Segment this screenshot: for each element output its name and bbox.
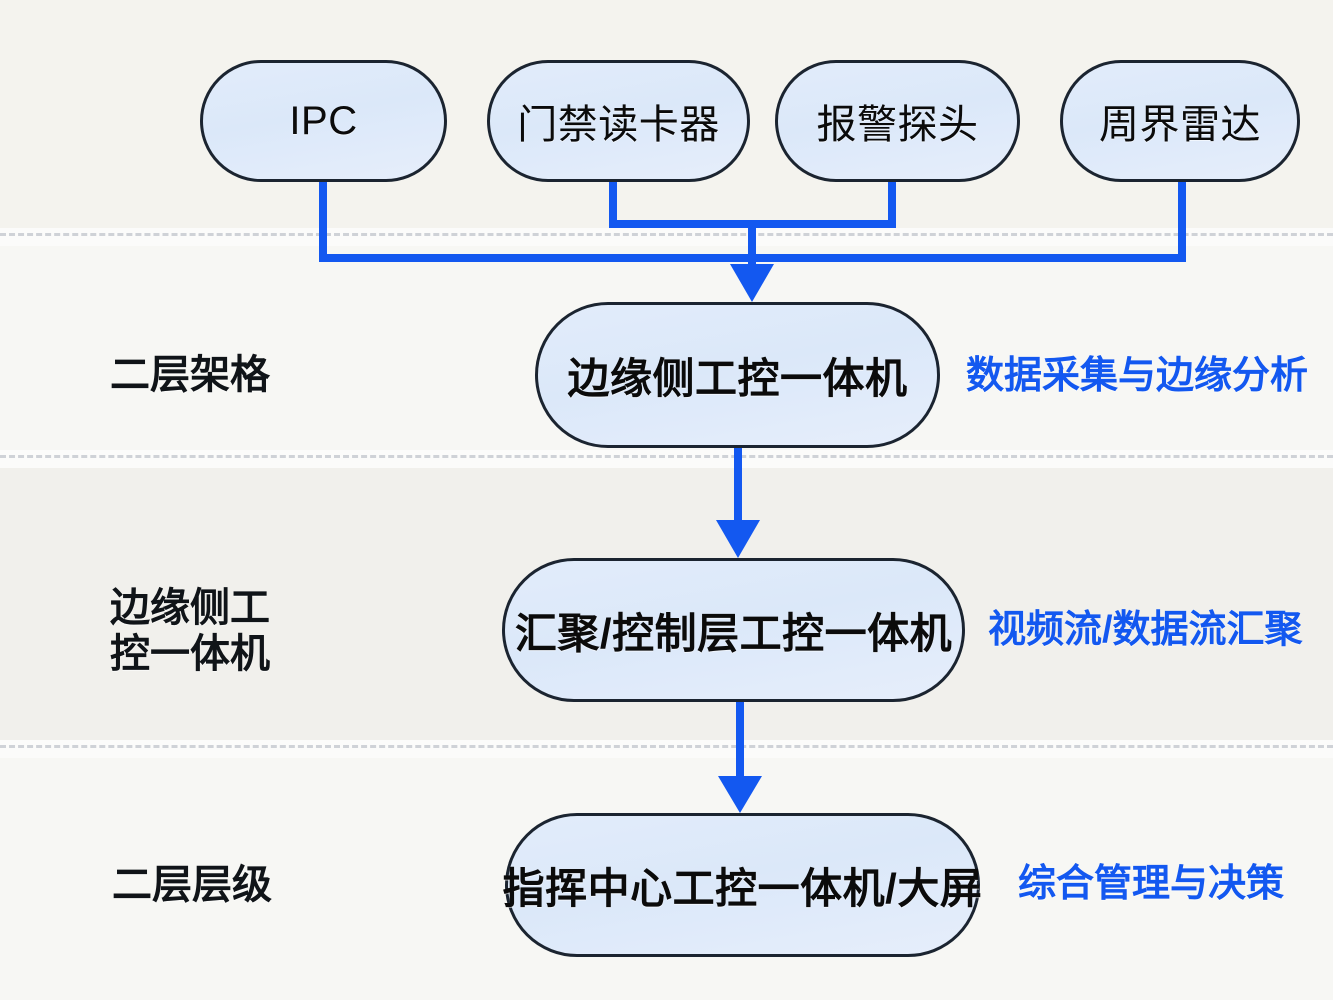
tier-node-label: 汇聚/控制层工控一体机	[514, 609, 953, 657]
source-node-alarm[interactable]: 报警探头	[775, 60, 1020, 182]
source-node-label: 报警探头	[816, 103, 979, 147]
stage-label-command: 二层层级	[112, 863, 272, 907]
source-node-radar[interactable]: 周界雷达	[1060, 60, 1300, 182]
stage-label-aggregation: 边缘侧工 控一体机	[110, 586, 270, 676]
tier-node-label: 边缘侧工控一体机	[567, 354, 908, 402]
annotation-aggregation: 视频流/数据流汇聚	[988, 609, 1303, 651]
tier-node-aggregation[interactable]: 汇聚/控制层工控一体机	[502, 558, 965, 702]
layer-separator-2	[0, 455, 1333, 458]
source-node-reader[interactable]: 门禁读卡器	[487, 60, 750, 182]
source-node-label: 周界雷达	[1099, 103, 1261, 147]
annotation-edge: 数据采集与边缘分析	[966, 355, 1309, 397]
stage-label-edge: 二层架格	[110, 353, 270, 397]
source-node-ipc[interactable]: IPC	[200, 60, 447, 182]
layer-separator-1	[0, 233, 1333, 236]
band-divider-3	[0, 740, 1333, 758]
source-node-label: IPC	[289, 98, 358, 143]
layer-separator-3	[0, 745, 1333, 748]
tier-node-label: 指挥中心工控一体机/大屏	[502, 864, 983, 912]
band-divider-1	[0, 228, 1333, 246]
tier-node-edge[interactable]: 边缘侧工控一体机	[535, 302, 940, 448]
tier-node-command[interactable]: 指挥中心工控一体机/大屏	[502, 813, 983, 957]
annotation-command: 综合管理与决策	[1018, 863, 1285, 905]
source-node-label: 门禁读卡器	[517, 103, 720, 147]
band-divider-2	[0, 450, 1333, 468]
